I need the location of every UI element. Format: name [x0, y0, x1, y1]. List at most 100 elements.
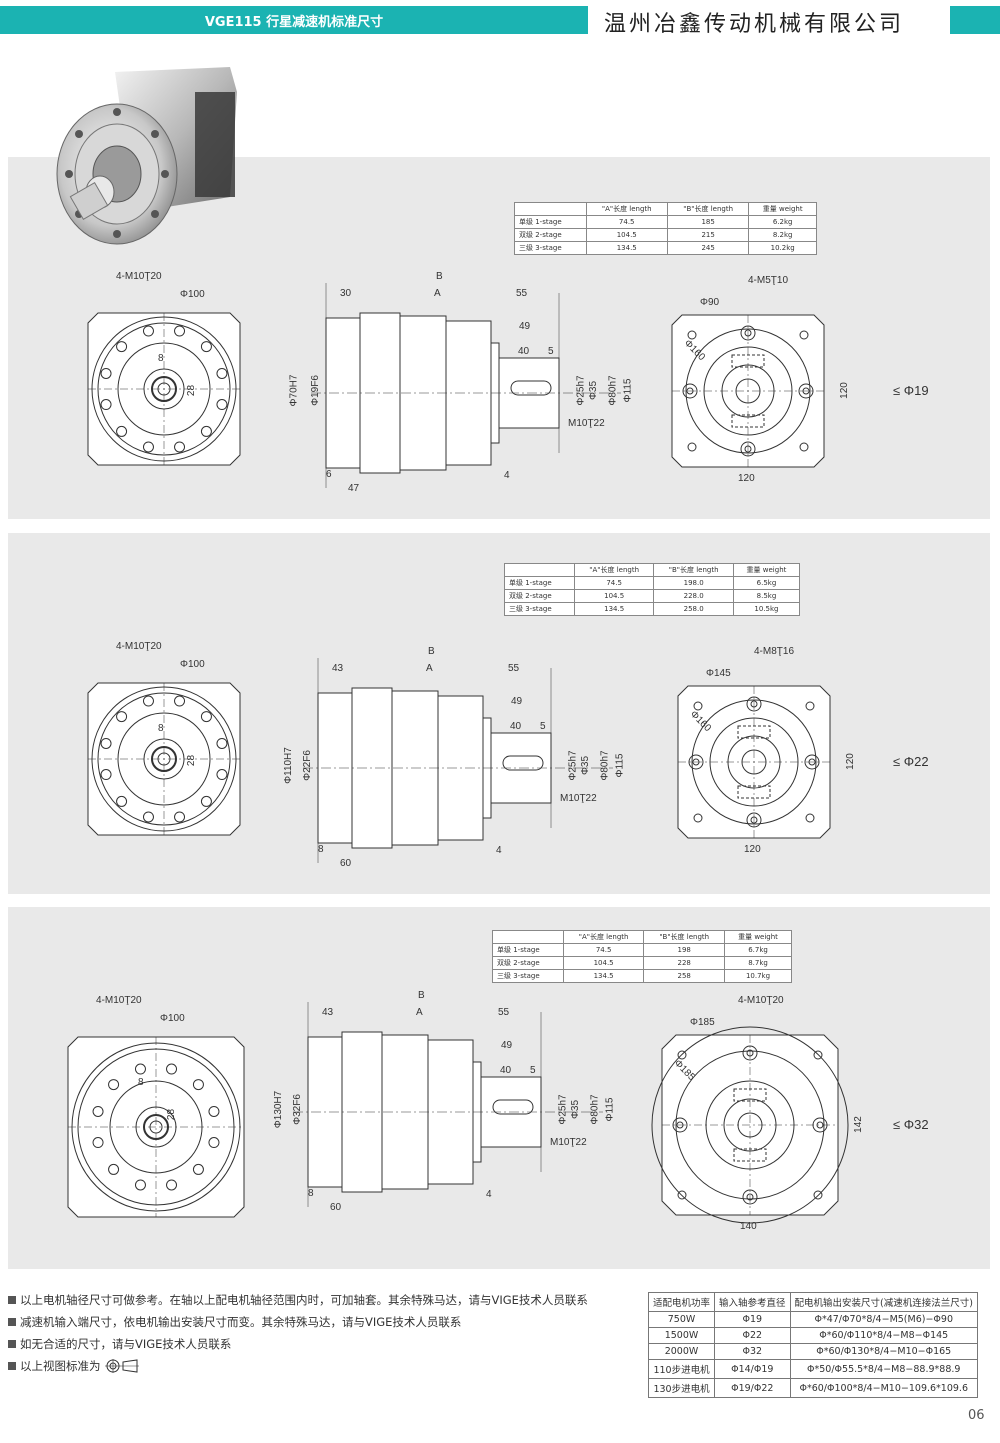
side-d40-label: 40 [500, 1065, 512, 1076]
side-d6-label: 8 [318, 844, 324, 855]
header-accent-block [950, 6, 1000, 34]
front-pcd-label: Φ100 [180, 659, 205, 670]
bullet-square-icon [8, 1340, 16, 1348]
rear-holes-label: 4-M8Ţ16 [754, 646, 795, 657]
side-phi25-label: Φ25h7 [557, 1094, 569, 1125]
front-view-2 [87, 682, 241, 836]
rear-pcd-label: Φ145 [706, 668, 731, 679]
side-d49-label: 49 [501, 1040, 513, 1051]
side-flange-dia-label: Φ70H7 [288, 374, 300, 407]
rear-view-3 [651, 1026, 849, 1224]
rear-holes-label: 4-M5Ţ10 [748, 275, 789, 286]
side-phi115-label: Φ115 [614, 753, 626, 778]
side-d47-label: 60 [330, 1202, 342, 1213]
side-d5-label: 5 [548, 346, 554, 357]
front-key-label: 8 [158, 723, 164, 734]
bullet-square-icon [8, 1296, 16, 1304]
rear-pcd-label: Φ90 [700, 297, 720, 308]
side-flange-dia-label: Φ130H7 [273, 1090, 285, 1129]
side-thread-label: M10Ţ22 [560, 793, 597, 804]
front-shaft-height-label: 28 [166, 1108, 178, 1121]
header-title-bar: VGE115 行星减速机标准尺寸 [0, 6, 588, 34]
note-2: 减速机输入端尺寸，依电机输出安装尺寸而变。其余特殊马达，请与VIGE技术人员联系 [8, 1314, 461, 1330]
side-a-label: A [426, 663, 433, 674]
front-holes-label: 4-M10Ţ20 [116, 271, 162, 282]
header-title: VGE115 行星减速机标准尺寸 [204, 14, 384, 30]
side-view-2 [303, 658, 613, 863]
side-flange-length-label: 43 [322, 1007, 334, 1018]
side-input-dia-label: Φ22F6 [301, 750, 313, 781]
front-view-3 [67, 1036, 245, 1218]
side-phi115-label: Φ115 [604, 1097, 616, 1122]
side-phi80-label: Φ80h7 [589, 1094, 601, 1125]
front-shaft-height-label: 28 [186, 384, 198, 397]
front-key-label: 8 [158, 353, 164, 364]
side-d49-label: 49 [519, 321, 531, 332]
side-view-1 [311, 283, 621, 488]
front-holes-label: 4-M10Ţ20 [116, 641, 162, 652]
rear-height-label: 120 [844, 753, 856, 770]
note-4: 以上视图标准为 [8, 1358, 139, 1374]
side-d49-label: 49 [511, 696, 523, 707]
rear-width-label: 120 [744, 844, 761, 855]
side-thread-label: M10Ţ22 [550, 1137, 587, 1148]
side-phi80-label: Φ80h7 [599, 750, 611, 781]
side-thread-label: M10Ţ22 [568, 418, 605, 429]
rear-width-label: 140 [740, 1221, 757, 1232]
side-flange-length-label: 43 [332, 663, 344, 674]
bullet-square-icon [8, 1318, 16, 1326]
side-d6-label: 6 [326, 469, 332, 480]
side-d4-label: 4 [496, 845, 502, 856]
side-phi25-label: Φ25h7 [575, 375, 587, 406]
front-view-1 [87, 312, 241, 466]
side-flange-length-label: 30 [340, 288, 352, 299]
rear-holes-label: 4-M10Ţ20 [738, 995, 784, 1006]
side-b-label: B [428, 646, 435, 657]
side-phi35-label: Φ35 [588, 380, 600, 401]
side-d4-label: 4 [504, 470, 510, 481]
note-3: 如无合适的尺寸，请与VIGE技术人员联系 [8, 1336, 231, 1352]
side-phi35-label: Φ35 [580, 755, 592, 776]
side-d4-label: 4 [486, 1189, 492, 1200]
rear-width-label: 120 [738, 473, 755, 484]
note-1: 以上电机轴径尺寸可做参考。在轴以上配电机轴径范围内时，可加轴套。其余特殊马达，请… [8, 1292, 588, 1308]
front-key-label: 8 [138, 1077, 144, 1088]
max-shaft-size-label: ≤ Φ19 [893, 383, 929, 398]
company-name: 温州冶鑫传动机械有限公司 [604, 12, 905, 37]
side-phi35-label: Φ35 [570, 1099, 582, 1120]
side-a-label: A [434, 288, 441, 299]
side-view-3 [293, 1002, 603, 1207]
max-shaft-size-label: ≤ Φ22 [893, 754, 929, 769]
rear-view-1 [671, 314, 825, 468]
side-shaft-length-label: 55 [516, 288, 528, 299]
side-d40-label: 40 [518, 346, 530, 357]
projection-symbol-icon [104, 1359, 139, 1373]
side-shaft-length-label: 55 [498, 1007, 510, 1018]
rear-height-label: 142 [852, 1116, 864, 1133]
side-phi25-label: Φ25h7 [567, 750, 579, 781]
side-a-label: A [416, 1007, 423, 1018]
side-shaft-length-label: 55 [508, 663, 520, 674]
bullet-square-icon [8, 1362, 16, 1370]
side-phi115-label: Φ115 [622, 378, 634, 403]
side-d5-label: 5 [530, 1065, 536, 1076]
side-b-label: B [436, 271, 443, 282]
product-gearbox-image [56, 67, 237, 245]
side-d47-label: 60 [340, 858, 352, 869]
rear-height-label: 120 [838, 382, 850, 399]
rear-pcd-label: Φ185 [690, 1017, 715, 1028]
side-flange-dia-label: Φ110H7 [282, 747, 294, 784]
side-d47-label: 47 [348, 483, 360, 494]
side-d40-label: 40 [510, 721, 522, 732]
front-holes-label: 4-M10Ţ20 [96, 995, 142, 1006]
side-input-dia-label: Φ19F6 [309, 375, 321, 406]
